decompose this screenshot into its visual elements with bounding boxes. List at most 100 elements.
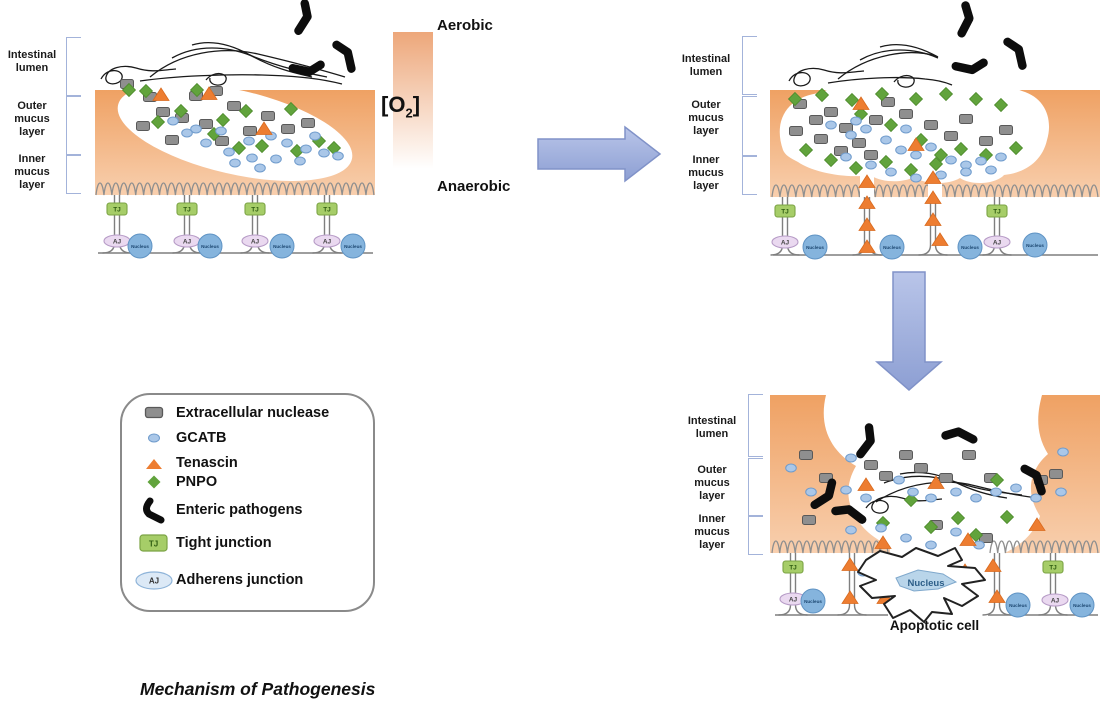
flagella-line (893, 74, 915, 88)
flagella-line (205, 72, 227, 86)
gcatb-particle (900, 533, 912, 543)
nuclease-particle (924, 120, 938, 130)
enteric-pathogen (810, 478, 837, 510)
layer-bracket (742, 36, 757, 95)
aj-marker-text: AJ (113, 238, 122, 245)
gcatb-particle (945, 155, 957, 165)
gcatb-particle (995, 152, 1007, 162)
gcatb-particle (893, 475, 905, 485)
flagella-line (139, 74, 343, 85)
tenascin-particle (984, 558, 1002, 572)
nuclease-particle (899, 109, 913, 119)
enteric-pathogen (294, 0, 312, 35)
pnpo-particle (121, 82, 137, 98)
cell-membrane (918, 197, 932, 256)
tenascin-particle (988, 589, 1006, 603)
pnpo-particle (938, 86, 954, 102)
nuclease-particle (165, 135, 179, 145)
gcatb-particle (985, 165, 997, 175)
layer-bracket (748, 394, 763, 457)
apoptotic-nucleus-label: Nucleus (908, 578, 945, 589)
enteric-pathogen (1020, 464, 1046, 496)
gcatb-particle (950, 527, 962, 537)
tenascin-particle (841, 557, 859, 571)
pnpo-particle (215, 112, 231, 128)
aj-marker-text: AJ (781, 239, 790, 246)
pnpo-particle (1008, 140, 1024, 156)
legend-item-adherens-junction: AJ Adherens junction (132, 569, 303, 591)
apoptotic-nucleus (895, 569, 958, 592)
legend-item-tight-junction: TJ Tight junction (132, 533, 272, 553)
cell-membrane (998, 553, 1012, 616)
nucleus-marker (269, 233, 295, 259)
nuclease-particle (824, 107, 838, 117)
tj-marker-text: TJ (251, 206, 259, 213)
pnpo-particle (950, 510, 966, 526)
gcatb-particle (215, 126, 227, 136)
nuclease-particle (136, 121, 150, 131)
pnpo-particle (874, 86, 890, 102)
flagella-line (149, 50, 346, 78)
layer-bracket (66, 155, 81, 194)
tenascin-icon (132, 456, 176, 471)
gcatb-particle (200, 138, 212, 148)
adherens-junction-marker (771, 235, 799, 249)
enteric-pathogen (1003, 37, 1027, 70)
layer-bracket (742, 156, 757, 195)
gcatb-particle (785, 463, 797, 473)
pnpo-particle (238, 103, 254, 119)
nuclease-particle (809, 115, 823, 125)
layer-bracket (748, 458, 763, 516)
gcatb-particle (925, 493, 937, 503)
legend-item-nuclease: Extracellular nuclease (132, 404, 329, 422)
tenascin-particle (959, 532, 977, 546)
nucleus-marker-text: Nucleus (1009, 603, 1027, 608)
adherens-junction-marker (1041, 593, 1069, 607)
nucleus-marker (800, 588, 826, 614)
tenascin-particle (927, 475, 945, 489)
flagella-line (100, 65, 177, 85)
gcatb-particle (1030, 493, 1042, 503)
legend-item-label: Extracellular nuclease (176, 405, 330, 421)
pnpo-particle (283, 101, 299, 117)
layer-bracket (748, 516, 763, 555)
tenascin-particle (1028, 517, 1046, 531)
nuclease-particle (789, 126, 803, 136)
tenascin-particle (924, 170, 942, 184)
anaerobic-label: Anaerobic (437, 178, 511, 195)
nuclease-particle (899, 450, 913, 460)
tenascin-particle (841, 590, 859, 604)
aj-marker-text: AJ (183, 238, 192, 245)
gcatb-particle (294, 156, 306, 166)
villi-line (989, 540, 1099, 554)
legend-item-label: GCATB (176, 430, 227, 446)
gcatb-particle (850, 116, 862, 126)
p1-outer-mucus-label: Outer mucus layer (14, 100, 50, 138)
apoptotic-cell-label: Apoptotic cell (889, 618, 980, 633)
enteric-pathogen (856, 423, 875, 459)
gcatb-particle (845, 453, 857, 463)
o2-sub: 2 (405, 105, 413, 121)
p1-intestinal-lumen-label: Intestinal lumen (7, 49, 57, 74)
gcatb-particle (895, 145, 907, 155)
tenascin-particle (924, 190, 942, 204)
enteric-pathogen (951, 58, 988, 75)
tenascin-particle (200, 86, 218, 100)
pnpo-particle (989, 472, 1005, 488)
nuclease-particle (962, 450, 976, 460)
tenascin-particle (857, 477, 875, 491)
tj-marker-text: TJ (113, 206, 121, 213)
gcatb-particle (1055, 487, 1067, 497)
legend-item-pathogens: Enteric pathogens (132, 496, 303, 524)
nucleus-marker (957, 234, 983, 260)
nucleus-marker (1005, 592, 1031, 618)
nuclease-particle (939, 473, 953, 483)
nucleus-marker-text: Nucleus (201, 244, 219, 249)
nucleus-marker (197, 233, 223, 259)
gcatb-particle (950, 487, 962, 497)
gcatb-particle (281, 138, 293, 148)
nucleus-marker-text: Nucleus (273, 244, 291, 249)
